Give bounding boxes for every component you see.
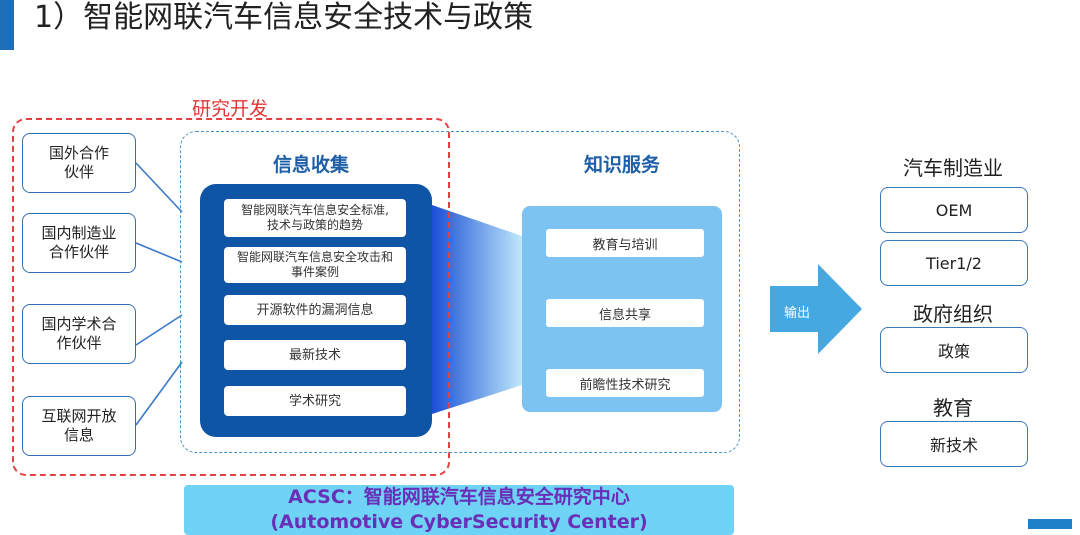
ks-item: 教育与培训 [546, 229, 704, 257]
info-item-line: 智能网联汽车信息安全标准, [241, 203, 389, 217]
partner-box: 国内制造业合作伙伴 [22, 213, 136, 273]
projection-beam [432, 205, 522, 414]
section-gov-label: 政府组织 [913, 302, 993, 326]
info-item: 智能网联汽车信息安全标准,技术与政策的趋势 [224, 199, 406, 237]
partner-line: 作伙伴 [56, 334, 102, 352]
title-accent-bar [0, 0, 14, 50]
info-item: 学术研究 [224, 386, 406, 416]
output-label: 输出 [784, 306, 811, 321]
ks-item: 前瞻性技术研究 [546, 369, 704, 397]
info-item-line: 智能网联汽车信息安全攻击和 [236, 250, 393, 264]
partner-line: 国外合作 [48, 144, 109, 162]
info-collection-heading: 信息收集 [273, 154, 350, 176]
connector-line [135, 314, 183, 346]
output-arrow [770, 264, 862, 354]
partner-line: 伙伴 [63, 163, 94, 181]
connector-line [135, 361, 183, 426]
partner-box: 国外合作伙伴 [22, 133, 136, 193]
partner-line: 信息 [63, 426, 94, 444]
rd-region-border [12, 118, 450, 476]
acsc-banner: ACSC：智能网联汽车信息安全研究中心 (Automotive CyberSec… [184, 485, 734, 535]
partner-box: 国内学术合作伙伴 [22, 304, 136, 364]
corner-accent [1028, 519, 1072, 529]
partner-box: 互联网开放信息 [22, 396, 136, 456]
info-item: 最新技术 [224, 340, 406, 370]
partner-line: 合作伙伴 [48, 243, 109, 261]
connector-line [135, 162, 183, 213]
connector-line [135, 242, 183, 263]
tier-box: Tier1/2 [880, 240, 1028, 286]
knowledge-service-heading: 知识服务 [584, 154, 661, 176]
page-title: 1）智能网联汽车信息安全技术与政策 [34, 0, 534, 35]
policy-box: 政策 [880, 327, 1028, 373]
section-edu-label: 教育 [933, 396, 973, 420]
acsc-title: ACSC：智能网联汽车信息安全研究中心 [288, 486, 630, 508]
oem-box: OEM [880, 187, 1028, 233]
info-item: 开源软件的漏洞信息 [224, 295, 406, 325]
info-item-line: 事件案例 [290, 265, 339, 279]
acsc-region-border [180, 131, 740, 453]
partner-line: 国内制造业 [41, 224, 117, 242]
partner-line: 互联网开放 [41, 407, 117, 425]
ks-item: 信息共享 [546, 299, 704, 327]
tech-box: 新技术 [880, 421, 1028, 467]
partner-line: 国内学术合 [41, 315, 117, 333]
info-item: 智能网联汽车信息安全攻击和事件案例 [224, 247, 406, 283]
rd-label: 研究开发 [192, 98, 269, 120]
acsc-subtitle: (Automotive CyberSecurity Center) [270, 511, 648, 533]
info-item-line: 技术与政策的趋势 [266, 218, 363, 232]
section-auto-label: 汽车制造业 [903, 156, 1003, 180]
